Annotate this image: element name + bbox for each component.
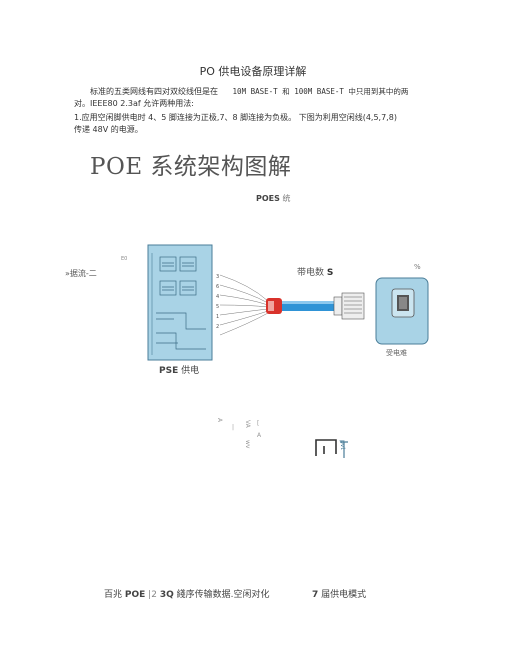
footer-rest: 綫序传输数据.空闲对化 bbox=[176, 590, 270, 600]
transformer-coils bbox=[156, 256, 206, 350]
pin-label: 5 bbox=[216, 304, 219, 310]
pin-sketch bbox=[315, 439, 348, 458]
footer-right-text: 届供电模式 bbox=[321, 590, 367, 600]
para1-line2: 对。IEEE80 2.3af 允许两种用法: bbox=[74, 99, 194, 108]
para1-line1: 标准的五类网线有四对双绞线但是在 10M BASE-T 和 100M BASE-… bbox=[90, 86, 408, 98]
rj45-connector bbox=[333, 292, 365, 320]
pd-label: 受电难 bbox=[386, 349, 407, 357]
para1-text-a: 标准的五类网线有四对双绞线但是在 bbox=[90, 87, 218, 96]
fragment-text-a: A bbox=[216, 418, 223, 423]
blue-cable bbox=[282, 301, 334, 311]
doc-title: PO 供电设备原理详解 bbox=[199, 65, 307, 78]
footer-poe: POE bbox=[124, 590, 146, 600]
pse-label: PSE 供电 bbox=[159, 363, 199, 376]
pse-label-suffix: 供电 bbox=[181, 366, 200, 376]
powered-label: 带电数 S bbox=[297, 265, 333, 278]
poes-label-text: POES bbox=[256, 194, 280, 203]
footer-caption-left: 百兆 POE |2 3Q 綫序传输数据.空闲对化 bbox=[104, 587, 269, 600]
fragment-text-e: A bbox=[257, 432, 262, 439]
data-flow-label: »据流-二 bbox=[65, 269, 97, 278]
poes-label: POES 统 bbox=[256, 193, 290, 204]
plug-highlight bbox=[268, 301, 274, 311]
footer-bar: |2 bbox=[148, 590, 157, 600]
fragment-text-b: | bbox=[232, 424, 235, 431]
powered-label-text: 带电数 bbox=[297, 268, 325, 278]
footer-3q: 3Q bbox=[159, 590, 174, 600]
small-box-mark: E0 bbox=[121, 256, 128, 262]
fanning-wires bbox=[219, 274, 269, 336]
pin-label: 6 bbox=[216, 284, 219, 290]
blue-cable-highlight bbox=[282, 301, 334, 304]
footer-num: 7 bbox=[312, 590, 319, 600]
fragment-text-c: VA bbox=[244, 420, 251, 428]
section-heading: POE 系统架构图解 bbox=[90, 154, 292, 180]
para2-line1: 1.应用空闲脚供电时 4、5 脚连接为正极,7、8 脚连接为负极。 下图为利用空… bbox=[74, 113, 397, 122]
pin-sketch-text: pvt bbox=[339, 440, 346, 450]
pin-label: 1 bbox=[216, 314, 219, 320]
pin-label: 3 bbox=[216, 274, 219, 280]
pd-port-pins bbox=[399, 297, 407, 309]
fragment-text-f: wv bbox=[244, 440, 251, 449]
footer-caption-right: 7 届供电模式 bbox=[312, 587, 366, 600]
footer-text-a: 百兆 bbox=[104, 590, 123, 600]
fragment-text-d: [ bbox=[257, 420, 260, 427]
poes-label-suffix: 统 bbox=[282, 194, 291, 203]
corner-mark: % bbox=[414, 263, 421, 271]
powered-label-s: S bbox=[326, 268, 334, 278]
pin-label: 4 bbox=[216, 294, 219, 300]
pin-label: 2 bbox=[216, 324, 219, 330]
pse-label-text: PSE bbox=[159, 366, 179, 376]
para1-text-b: 10M BASE-T 和 100M BASE-T 中只用到其中的两 bbox=[232, 87, 409, 96]
poe-architecture-diagram: 3 6 4 5 1 2 bbox=[147, 244, 429, 361]
para2-line2: 传递 48V 的电源。 bbox=[74, 125, 143, 134]
